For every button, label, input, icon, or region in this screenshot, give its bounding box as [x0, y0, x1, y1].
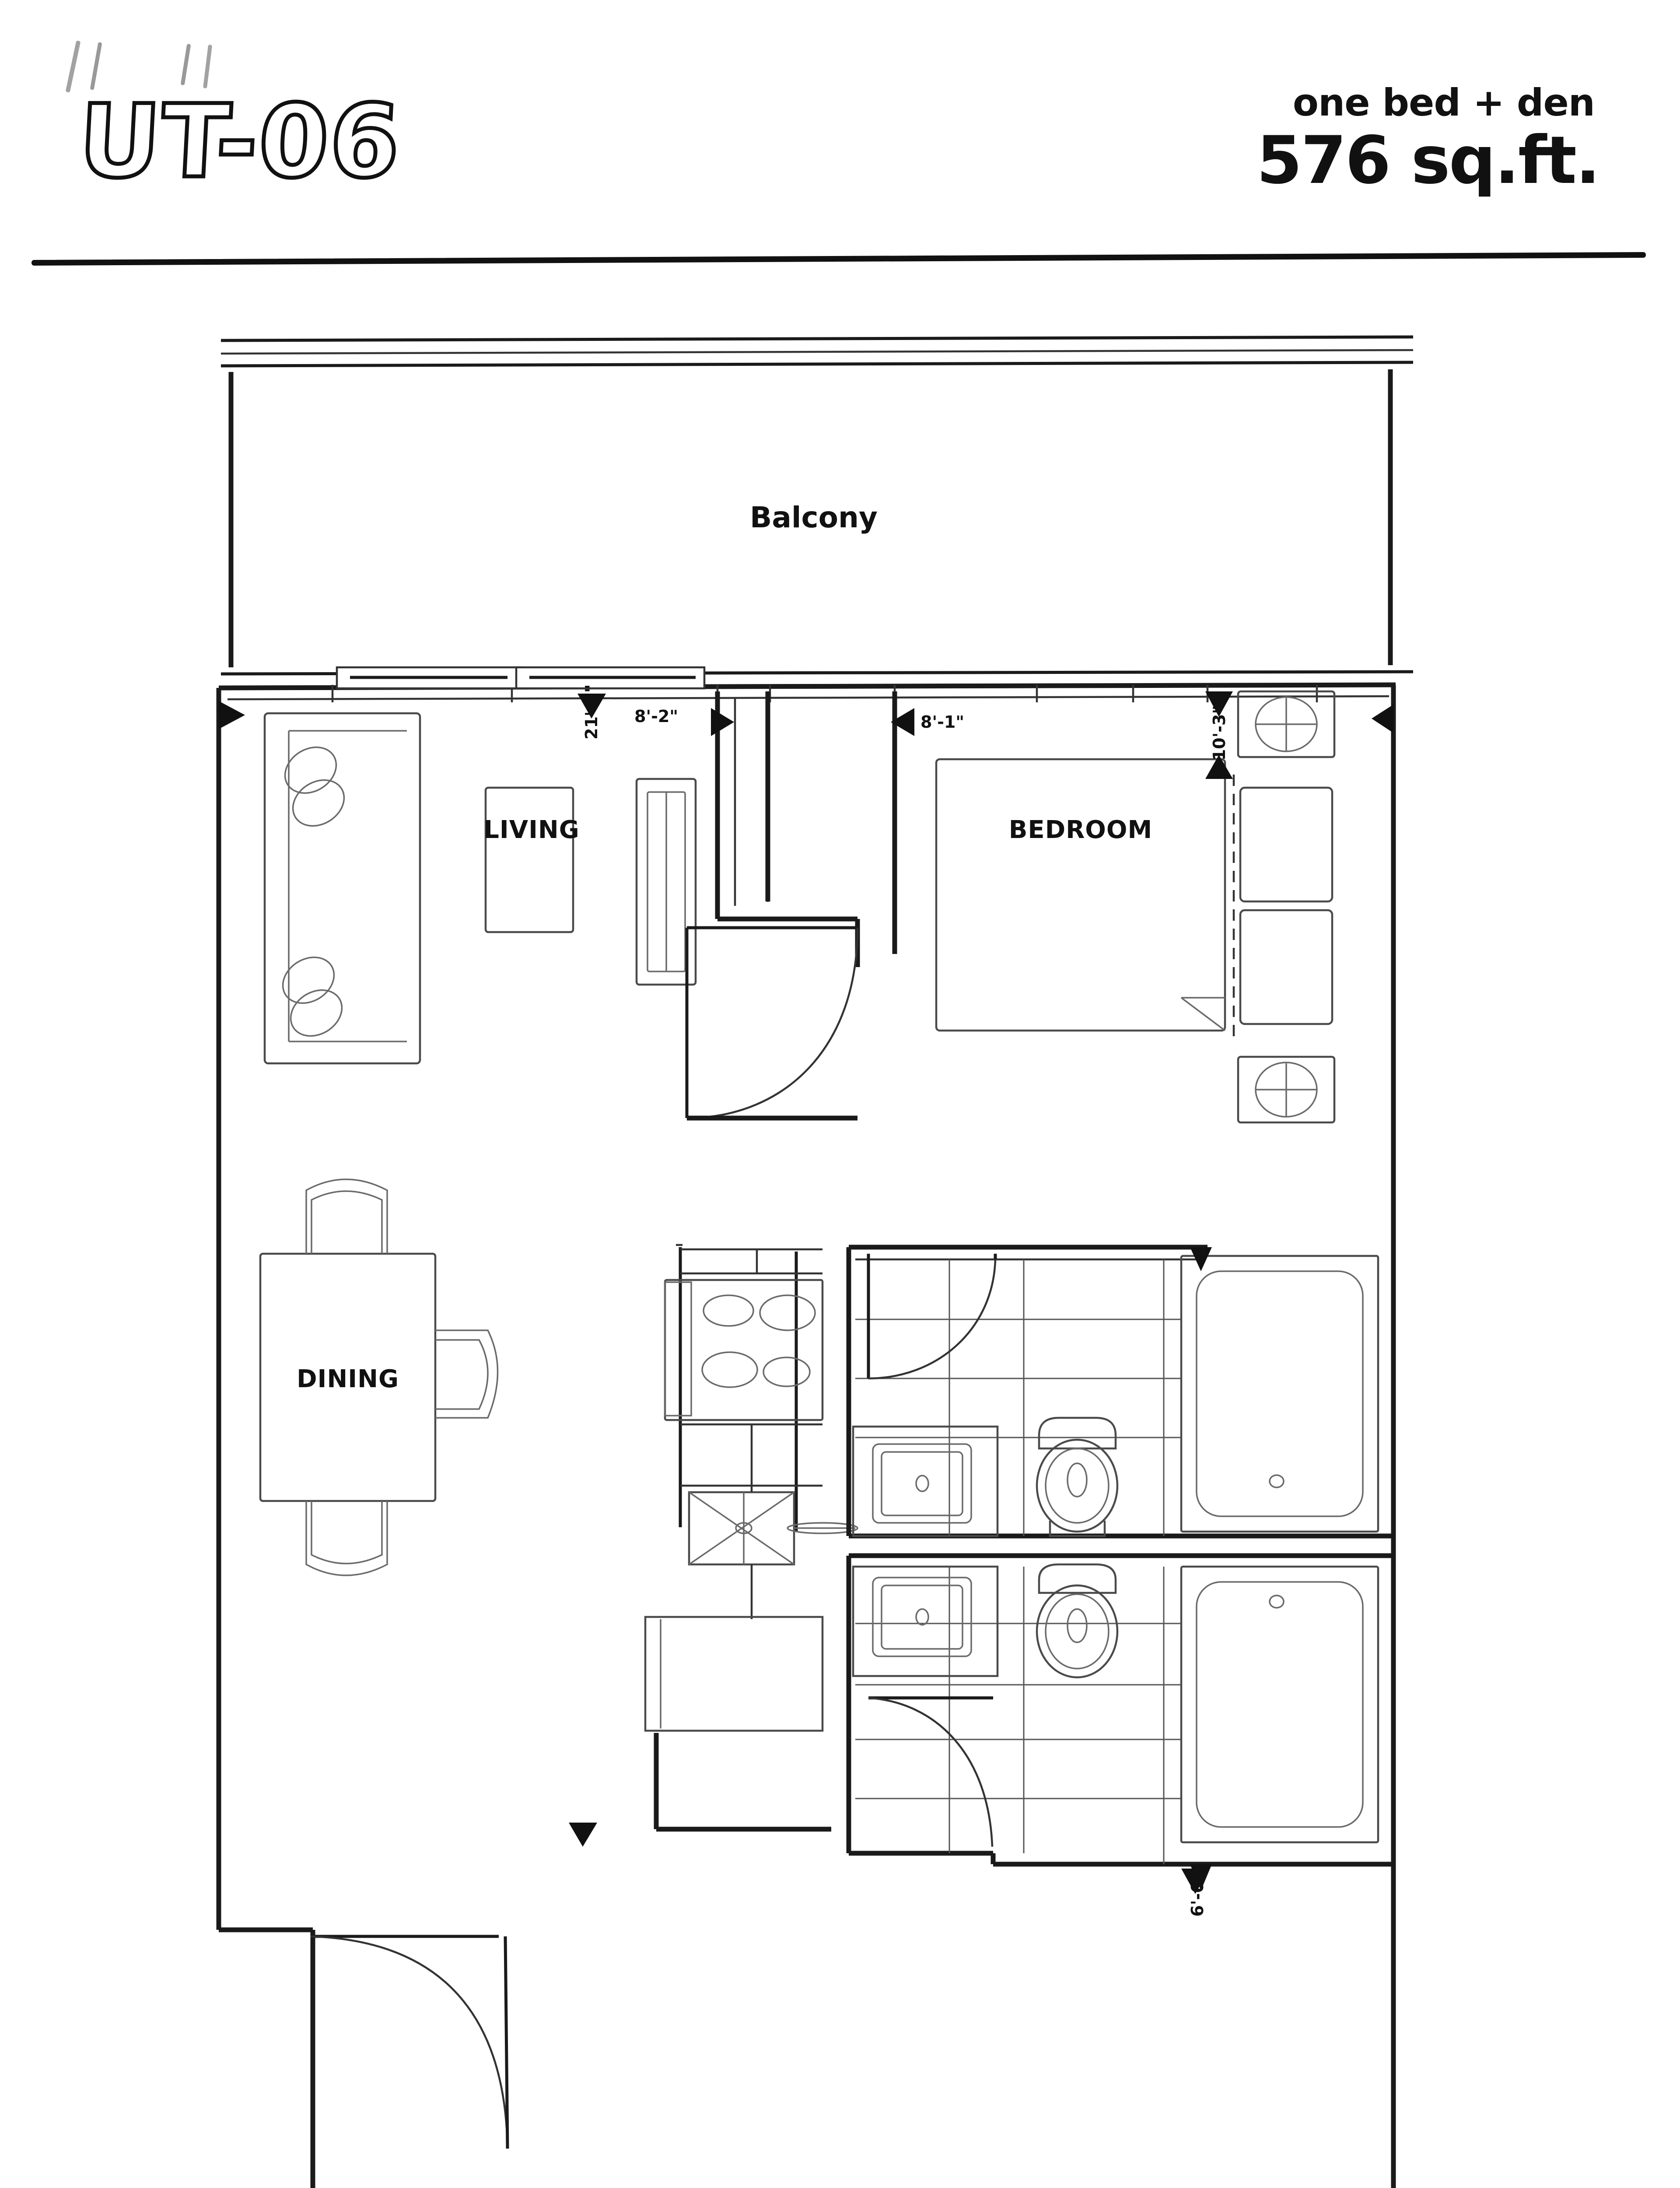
living-label: LIVING [483, 816, 580, 844]
scan-artifact-4 [203, 44, 213, 89]
toilet-icon-2 [1036, 1563, 1119, 1679]
kitchen [644, 1244, 858, 1732]
svg-text:8'-2": 8'-2" [634, 707, 678, 726]
bed-icon [935, 758, 1226, 1032]
bedroom-closet-icon [1232, 775, 1334, 1041]
bathtub-icon [1180, 1255, 1379, 1533]
vanity-sink-icon-2 [852, 1565, 999, 1677]
svg-text:6'-6": 6'-6" [1188, 1873, 1207, 1917]
dim-tick-bath-top [1190, 1247, 1212, 1271]
unit-outline [216, 682, 1396, 2188]
unit-code: UT-06 [74, 82, 406, 203]
media-unit-icon [635, 778, 697, 986]
balcony-label: Balcony [750, 501, 878, 534]
header-divider [31, 252, 1646, 266]
hall-marker [569, 1823, 597, 1847]
dimension-living-depth: 21'-5" [578, 684, 606, 740]
bedroom-fixture-top-icon [1237, 690, 1336, 758]
plan-header: UT-06 one bed + den 576 sq.ft. [0, 0, 1680, 280]
bathroom-upper [846, 1245, 1393, 1539]
dim-tick-living-left [219, 701, 245, 729]
entry-foyer [310, 1935, 509, 2149]
unit-type: one bed + den [1292, 81, 1595, 125]
living-room: LIVING [263, 712, 697, 1065]
scan-artifact-2 [90, 42, 102, 90]
unit-area: 576 sq.ft. [1256, 123, 1600, 199]
dining-table-icon [259, 1178, 499, 1576]
svg-text:21'-5": 21'-5" [582, 684, 601, 740]
bedroom-fixture-bottom-icon [1237, 1055, 1336, 1124]
kitchen-cabinet-icon [644, 1616, 824, 1732]
hallway [569, 1733, 831, 1847]
bathtub-icon-2 [1180, 1565, 1379, 1844]
dimension-bedroom-depth: 10'-3" [1205, 691, 1233, 779]
kitchen-sink-icon [680, 1484, 858, 1566]
svg-text:10'-3": 10'-3" [1210, 705, 1229, 761]
bathroom-lower [846, 1553, 1393, 1890]
bedroom-partition [685, 691, 860, 1121]
dining-label: DINING [297, 1365, 399, 1393]
scan-artifact-1 [65, 40, 81, 93]
vanity-sink-icon [852, 1425, 999, 1537]
dimension-living-width: 8'-2" [634, 707, 734, 736]
dimension-bath-depth: 6'-6" [1181, 1869, 1210, 1917]
dimension-bedroom-width: 8'-1" [891, 708, 964, 736]
toilet-icon [1036, 1417, 1119, 1537]
bedroom-label: BEDROOM [1009, 816, 1152, 844]
dining-room: DINING [259, 1178, 499, 1576]
scan-artifact-3 [180, 43, 191, 86]
coffee-table-icon [484, 786, 574, 933]
floor-plan: Balcony [0, 271, 1680, 2188]
balcony-region: Balcony [220, 335, 1414, 676]
cooktop-icon [664, 1279, 824, 1421]
svg-text:8'-1": 8'-1" [920, 712, 964, 732]
dim-tick-bedroom-right [1372, 705, 1393, 733]
sofa-icon [263, 712, 421, 1065]
balcony-sliding-door [336, 666, 706, 690]
bedroom: BEDROOM [892, 690, 1336, 1124]
